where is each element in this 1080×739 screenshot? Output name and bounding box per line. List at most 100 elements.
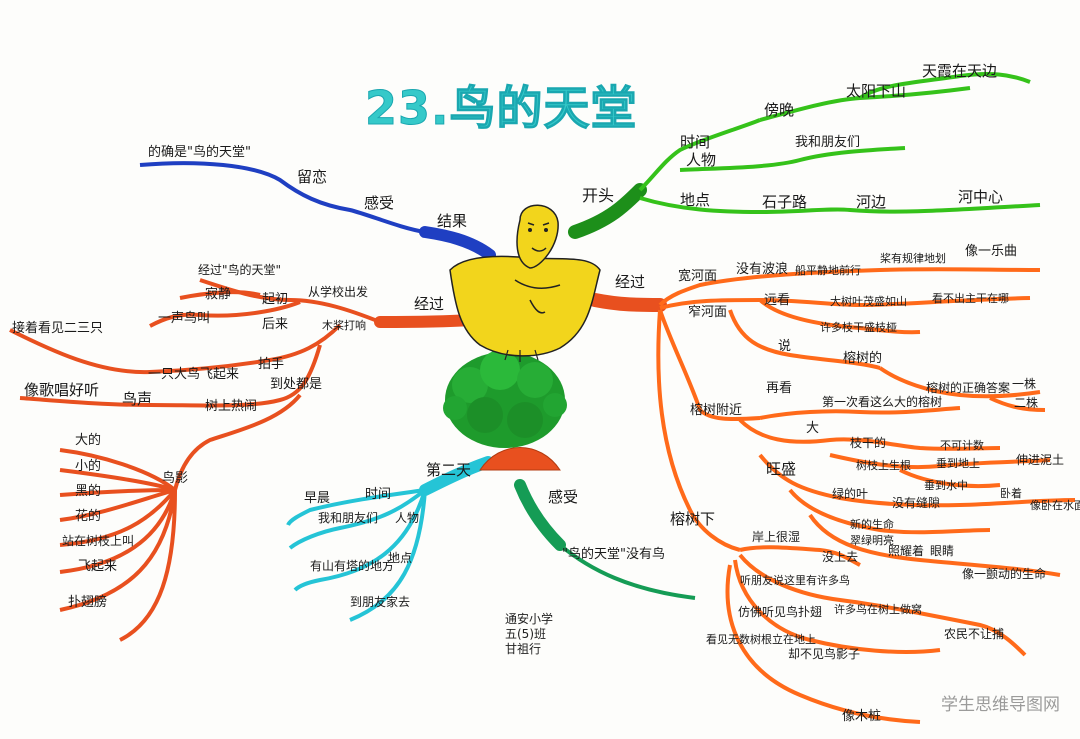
process-narrow-river: 窄河面 (688, 305, 728, 320)
opening-place-leaf3: 河中心 (958, 188, 1004, 206)
under-sub1: 岸上很湿 (752, 530, 801, 544)
bird-shadow-leaf: 站在树枝上叫 (62, 534, 135, 548)
ending-sub: 感受 (364, 194, 395, 212)
left-leave-leaf3: 寂静 (205, 287, 232, 302)
narrow-sub1-leaf3: 许多枝干盛枝桠 (820, 321, 897, 334)
left-leave: 从学校出发 (308, 285, 369, 299)
author-class: 五(5)班 (505, 627, 546, 641)
lush-leaf5: 照耀着 (888, 544, 925, 558)
second-day-go: 到朋友家去 (350, 595, 411, 609)
author-signature: 通安小学 五(5)班 甘祖行 (505, 612, 553, 657)
branch-feeling (514, 479, 566, 551)
lush-leaf3: 新的生命 (850, 518, 894, 531)
big-leaf7: 卧着 (1000, 487, 1022, 500)
branch-second-day (419, 456, 494, 496)
narrow-sub2-leaf1: 榕树的 (843, 351, 883, 366)
second-day-people-sub: 我和朋友们 (318, 511, 379, 525)
under-sub1-leaf: 没上去 (822, 550, 859, 564)
wide-river-leaf3: 桨有规律地划 (880, 252, 946, 265)
under-sub4-leaf: 像木桩 (842, 709, 882, 724)
branch-feeling-label: 感受 (548, 488, 579, 506)
narrow-sub2-leaf4: 二株 (1014, 396, 1039, 410)
branch-process-label: 经过 (615, 273, 646, 291)
wide-river-leaf4: 像一乐曲 (965, 244, 1018, 259)
under-sub3-leaf: 却不见鸟影子 (788, 647, 861, 661)
author-name: 甘祖行 (505, 642, 542, 656)
second-day-people: 人物 (395, 511, 420, 525)
big-leaf3: 树枝上生根 (856, 459, 911, 472)
bird-shadow-leaf: 花的 (75, 509, 102, 524)
opening-people: 人物 (686, 151, 717, 169)
opening-place: 地点 (680, 191, 711, 209)
banyan-near-sub1-leaf: 第一次看这么大的榕树 (822, 395, 943, 409)
second-day-place-sub: 有山有塔的地方 (310, 559, 395, 573)
left-leave-leaf5: 一声鸟叫 (158, 311, 211, 326)
wide-river-leaf2: 船平静地前行 (795, 264, 861, 277)
process-wide-river: 宽河面 (678, 269, 718, 284)
banyan-near-sub1: 再看 (766, 381, 793, 396)
big-leaf5: 伸进泥土 (1016, 453, 1065, 467)
branch-opening-label: 开头 (582, 186, 615, 205)
banyan-lush: 旺盛 (766, 460, 797, 478)
big-leaf8: 像卧在水面上 (1030, 499, 1080, 512)
branch-opening (568, 183, 647, 239)
left-leave-leaf4: 后来 (262, 317, 289, 332)
under-sub2: 听朋友说这里有许多鸟 (740, 574, 850, 587)
big-leaf2: 不可计数 (940, 439, 984, 452)
lush-leaf4: 翠绿明亮 (850, 534, 894, 547)
opening-time-sub: 傍晚 (764, 101, 795, 119)
lush-leaf6: 眼睛 (930, 544, 955, 558)
opening-people-leaf: 我和朋友们 (795, 135, 861, 150)
narrow-sub2: 说 (778, 339, 792, 354)
tree-base (479, 447, 561, 471)
bird-shadow-leaf: 大的 (75, 433, 102, 448)
watermark: 学生思维导图网 (941, 695, 1060, 715)
opening-time-leaf1: 太阳下山 (846, 82, 907, 100)
left-leave-leaf1: 经过"鸟的天堂" (198, 263, 282, 277)
ending-leaf2: 的确是"鸟的天堂" (148, 145, 251, 160)
second-day-place: 地点 (388, 551, 413, 565)
lush-leaf7: 像一颤动的生命 (962, 567, 1047, 581)
left-big-bird-leaf1: 一只大鸟飞起来 (148, 367, 240, 382)
under-sub2-leaf1: 许多鸟在树上做窝 (834, 603, 922, 616)
process-under-banyan: 榕树下 (670, 510, 716, 528)
branch-ending-label: 结果 (437, 212, 468, 230)
left-leave-leaf2: 起初 (262, 292, 289, 307)
big-leaf6: 垂到水中 (924, 479, 968, 492)
narrow-sub2-leaf3: 一株 (1012, 377, 1037, 391)
lush-leaf2: 没有缝隙 (892, 496, 941, 510)
left-tree-bird-leaf1: 到处都是 (270, 377, 323, 392)
big-leaf1: 枝干的 (850, 436, 887, 450)
lush-leaf1: 绿的叶 (832, 487, 869, 501)
page-title: 23.鸟的天堂 (365, 81, 638, 136)
branch-ending (419, 226, 496, 261)
narrow-sub1-leaf1: 大树叶茂盛如山 (830, 295, 907, 308)
left-big-bird: 拍手 (258, 357, 285, 372)
process-banyan-near: 榕树附近 (690, 403, 743, 418)
second-day-time: 时间 (365, 487, 392, 502)
branch-process-left-label: 经过 (414, 295, 445, 313)
banyan-big: 大 (806, 421, 820, 436)
under-sub4: 看见无数树根立在地上 (706, 633, 816, 646)
author-school: 通安小学 (505, 612, 554, 626)
bird-shadow-leaf: 扑翅膀 (68, 595, 108, 610)
opening-place-leaf1: 石子路 (762, 193, 808, 211)
left-tree-bird-leaf2: 鸟声 (122, 390, 153, 408)
left-tree-bird-leaf3: 像歌唱好听 (24, 381, 100, 399)
under-sub3: 仿佛听见鸟扑翅 (738, 605, 823, 619)
left-big-bird-leaf2: 接着看见二三只 (12, 321, 104, 336)
bird-shadow-leaf: 小的 (75, 459, 102, 474)
opening-place-leaf2: 河边 (856, 193, 887, 211)
branch-process-left (374, 314, 476, 328)
feeling-text: "鸟的天堂"没有鸟 (562, 547, 665, 562)
tree-crown (443, 350, 567, 448)
under-sub2-leaf2: 农民不让捕 (944, 627, 1005, 641)
left-tree-bird: 树上热闹 (205, 399, 258, 414)
ending-leaf1: 留恋 (297, 168, 328, 186)
opening-time-leaf2: 天霞在天边 (922, 62, 998, 80)
bird-mascot (449, 204, 601, 362)
branch-second-day-label: 第二天 (426, 461, 472, 479)
left-leave-leaf6: 木桨打响 (322, 319, 366, 332)
